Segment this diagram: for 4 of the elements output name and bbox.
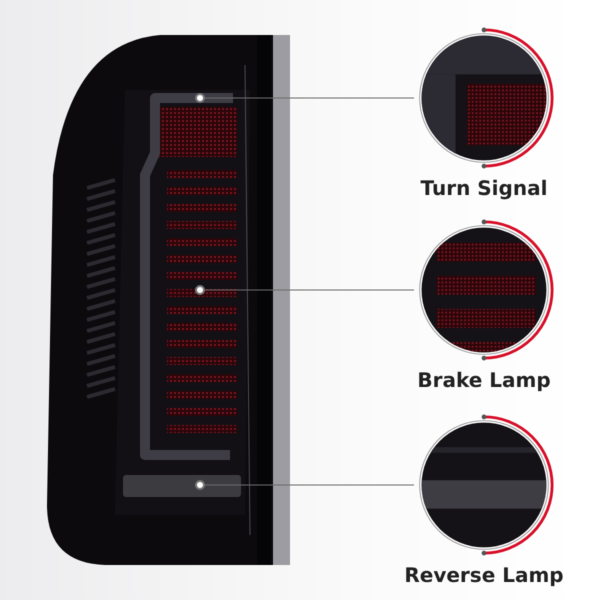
leader-line xyxy=(204,484,414,486)
feature-label: Reverse Lamp xyxy=(404,563,564,587)
feature-label: Turn Signal xyxy=(420,176,548,200)
feature-label: Brake Lamp xyxy=(417,368,551,392)
